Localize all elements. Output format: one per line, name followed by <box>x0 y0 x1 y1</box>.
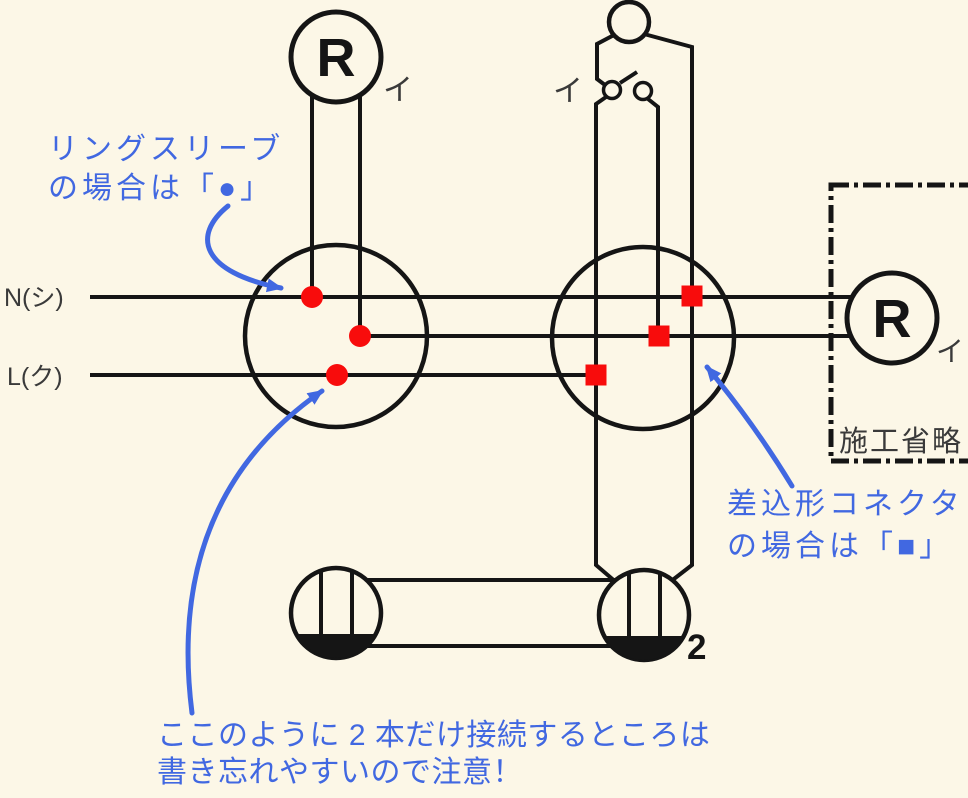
outlet-left-blades <box>319 571 354 634</box>
warning-note-line1: ここのように 2 本だけ接続するところは <box>157 719 710 752</box>
top-device-lead-to-switch <box>595 33 615 87</box>
switch-return-wire <box>646 97 660 336</box>
lamp-right-symbol <box>844 270 940 366</box>
ring-sleeve-note-line2: の場合は「●」 <box>48 172 274 205</box>
arrow-ring-sleeve-note <box>205 203 284 293</box>
switch-contact-left <box>601 79 623 101</box>
outlet-left-fill <box>296 634 376 659</box>
switch-contact-right <box>632 80 654 102</box>
arrow-connector-note <box>704 364 795 489</box>
ring-sleeve-dot-live <box>326 364 348 386</box>
ring-sleeve-dot-neutral <box>301 286 323 308</box>
joint-box-left <box>242 242 430 430</box>
live-source-label: L(ク) <box>7 363 63 391</box>
connector-square-neutral <box>681 285 703 307</box>
connector-square-switched <box>648 325 670 347</box>
top-device-symbol <box>606 0 652 45</box>
outlet-left-symbol <box>288 565 384 661</box>
switch-blade <box>618 70 639 85</box>
outlet-count-label: 2 <box>687 628 706 667</box>
outlet-right-symbol <box>596 567 692 663</box>
neutral-drop-to-outlet <box>643 32 694 584</box>
lamp-right-circuit-label: イ <box>936 336 964 367</box>
omission-box <box>828 182 968 464</box>
outlet-right-fill <box>604 636 684 661</box>
outlet-right-blades <box>627 573 662 636</box>
connector-square-live <box>585 364 607 386</box>
lamp-left-letter: R <box>317 28 356 88</box>
neutral-source-label: N(シ) <box>4 284 64 312</box>
ring-sleeve-dot-switched <box>349 325 371 347</box>
switch-circuit-label: イ <box>553 75 583 108</box>
omission-box-label: 施工省略 <box>839 425 963 458</box>
ring-sleeve-note-line1: リングスリーブ <box>48 133 284 166</box>
arrow-warning-note <box>185 388 325 716</box>
lamp-right-letter: R <box>873 289 912 349</box>
joint-box-right <box>549 244 737 432</box>
lamp-left-symbol <box>288 9 384 105</box>
connector-note-line2: の場合は「■」 <box>727 530 953 563</box>
warning-note-line2: 書き忘れやすいので注意！ <box>157 756 523 789</box>
lamp-left-circuit-label: イ <box>383 74 413 107</box>
connector-note-line1: 差込形コネクタ <box>727 488 964 521</box>
live-drop-to-outlet <box>594 95 619 585</box>
